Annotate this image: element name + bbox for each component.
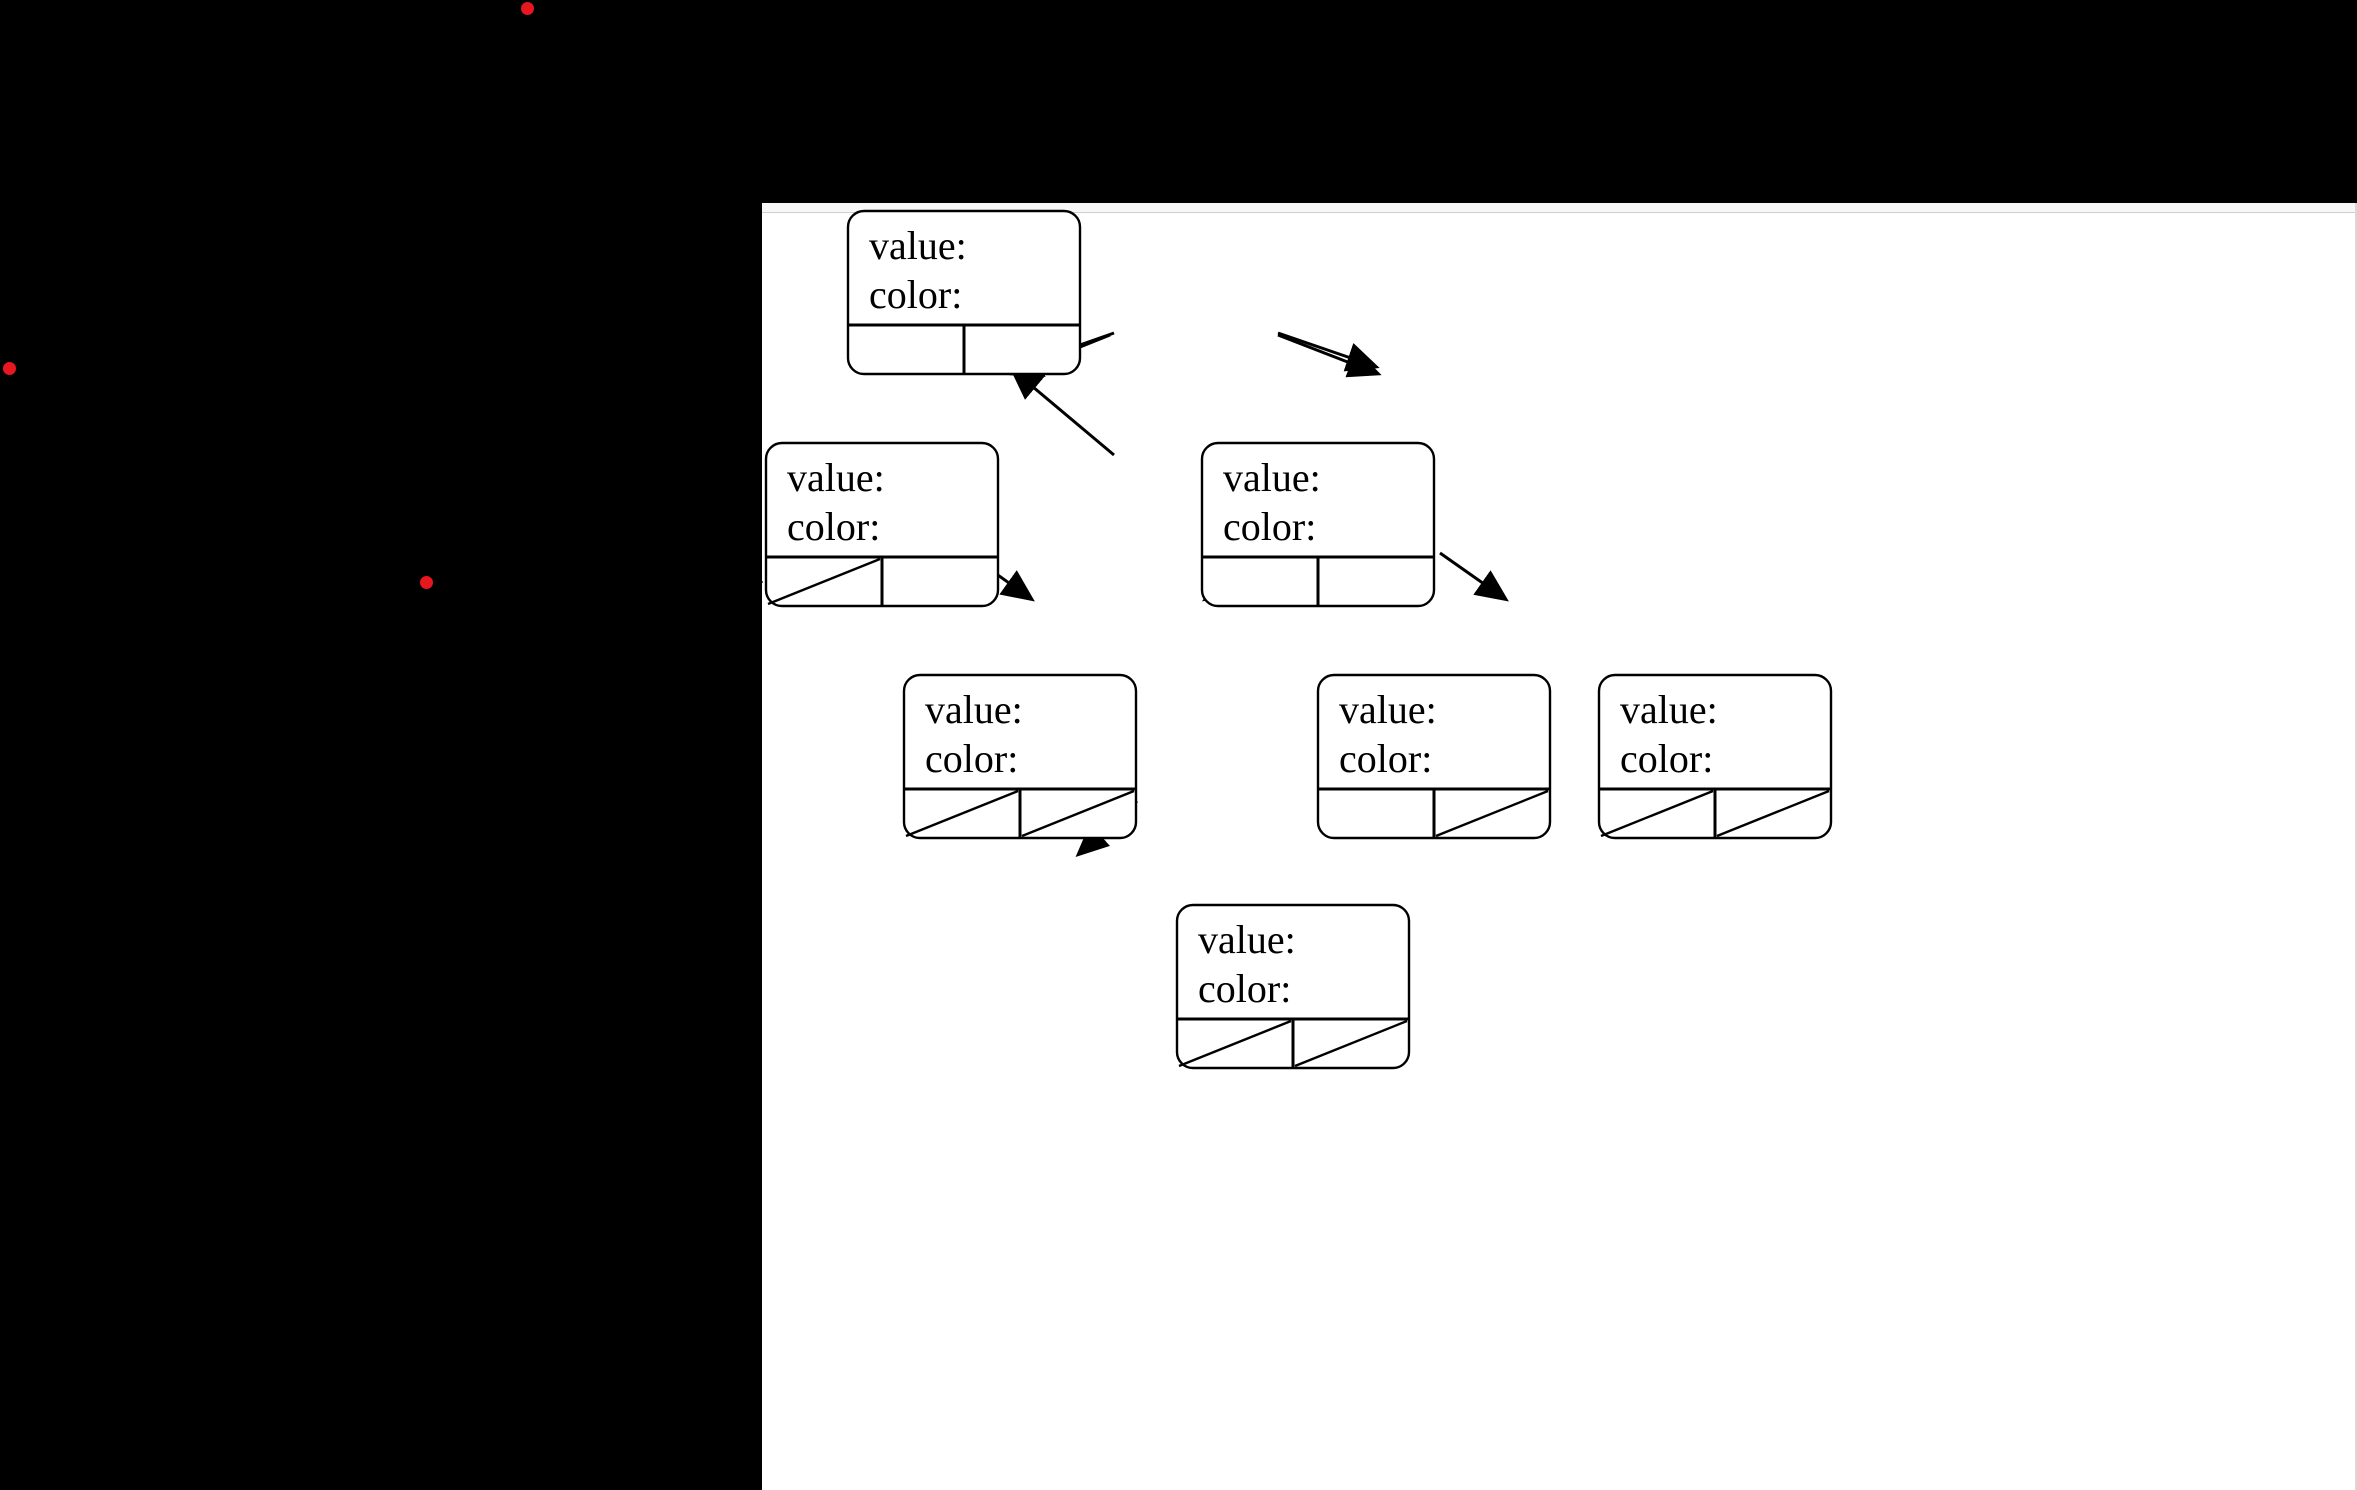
tree-node-right-leaf[interactable]: value: color: [1597, 673, 1833, 840]
right-child-value-label: value: [1223, 455, 1321, 500]
leaf-left-value-label: value: [925, 687, 1023, 732]
edge-5-rightchild-right [1439, 551, 1509, 602]
edge-2-root-right [1277, 331, 1380, 372]
right-leaf-value-label: value: [1620, 687, 1718, 732]
right-leaf-color-label: color: [1620, 736, 1713, 781]
cursor-dot-top [521, 2, 534, 15]
tree-node-left-child[interactable]: value: color: [764, 441, 1000, 608]
left-child-left-null-slash [767, 557, 881, 606]
diagram-canvas-panel[interactable]: value: color: value: color: value: color… [762, 203, 2357, 1490]
edge-root-to-left-child [1009, 367, 1115, 457]
root-value-label: value: [869, 223, 967, 268]
mid-leaf-color-label: color: [1339, 736, 1432, 781]
bottom-leaf-color-label: color: [1198, 966, 1291, 1011]
leaf-left-right-null-slash [1021, 789, 1135, 838]
canvas-right-edge [2355, 203, 2357, 1490]
bottom-leaf-left-null-slash [1178, 1019, 1292, 1068]
tree-node-leaf-left[interactable]: value: color: [902, 673, 1138, 840]
cursor-dot-middle [420, 576, 433, 589]
cursor-dot-left [3, 362, 16, 375]
mid-leaf-value-label: value: [1339, 687, 1437, 732]
right-leaf-left-null-slash [1600, 789, 1714, 838]
tree-node-mid-leaf[interactable]: value: color: [1316, 673, 1552, 840]
bottom-leaf-right-null-slash [1294, 1019, 1408, 1068]
left-child-value-label: value: [787, 455, 885, 500]
mid-leaf-right-null-slash [1435, 789, 1549, 838]
leaf-left-left-null-slash [905, 789, 1019, 838]
root-color-label: color: [869, 272, 962, 317]
tree-node-root[interactable]: value: color: [846, 209, 1082, 376]
canvas-header-bar [762, 203, 2357, 213]
right-child-color-label: color: [1223, 504, 1316, 549]
right-leaf-right-null-slash [1716, 789, 1830, 838]
edge-root-right-pointer [1277, 333, 1382, 378]
binary-tree-diagram: value: color: value: color: value: color… [762, 209, 1833, 1070]
tree-node-bottom-leaf[interactable]: value: color: [1175, 903, 1411, 1070]
tree-node-right-child[interactable]: value: color: [1200, 441, 1436, 608]
leaf-left-color-label: color: [925, 736, 1018, 781]
left-child-color-label: color: [787, 504, 880, 549]
bottom-leaf-value-label: value: [1198, 917, 1296, 962]
